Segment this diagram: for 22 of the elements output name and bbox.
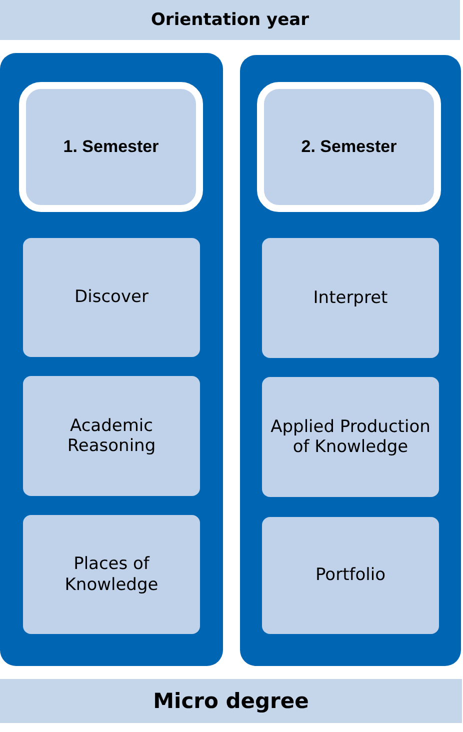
module-box — [262, 517, 439, 634]
node-label: 2. Semester — [300, 137, 398, 157]
module-box — [23, 238, 200, 357]
node-label: Portfolio — [314, 565, 386, 586]
module-box — [262, 238, 439, 358]
node-label: Places of Knowledge — [64, 554, 160, 595]
module-box — [23, 376, 200, 496]
node-label: 1. Semester — [62, 137, 160, 157]
semester-box — [19, 82, 203, 212]
node-label: Interpret — [312, 288, 389, 308]
module-box — [262, 377, 439, 497]
module-box — [23, 515, 200, 634]
column-panel — [0, 53, 223, 666]
title-band — [0, 0, 460, 40]
title-band — [0, 679, 462, 723]
node-label: Orientation year — [150, 10, 310, 30]
column-panel — [240, 55, 461, 666]
node-label: Micro degree — [152, 689, 310, 713]
node-label: Discover — [74, 287, 150, 308]
semester-box — [257, 82, 441, 212]
node-label: Applied Production of Knowledge — [270, 416, 432, 458]
node-label: Academic Reasoning — [66, 416, 157, 456]
